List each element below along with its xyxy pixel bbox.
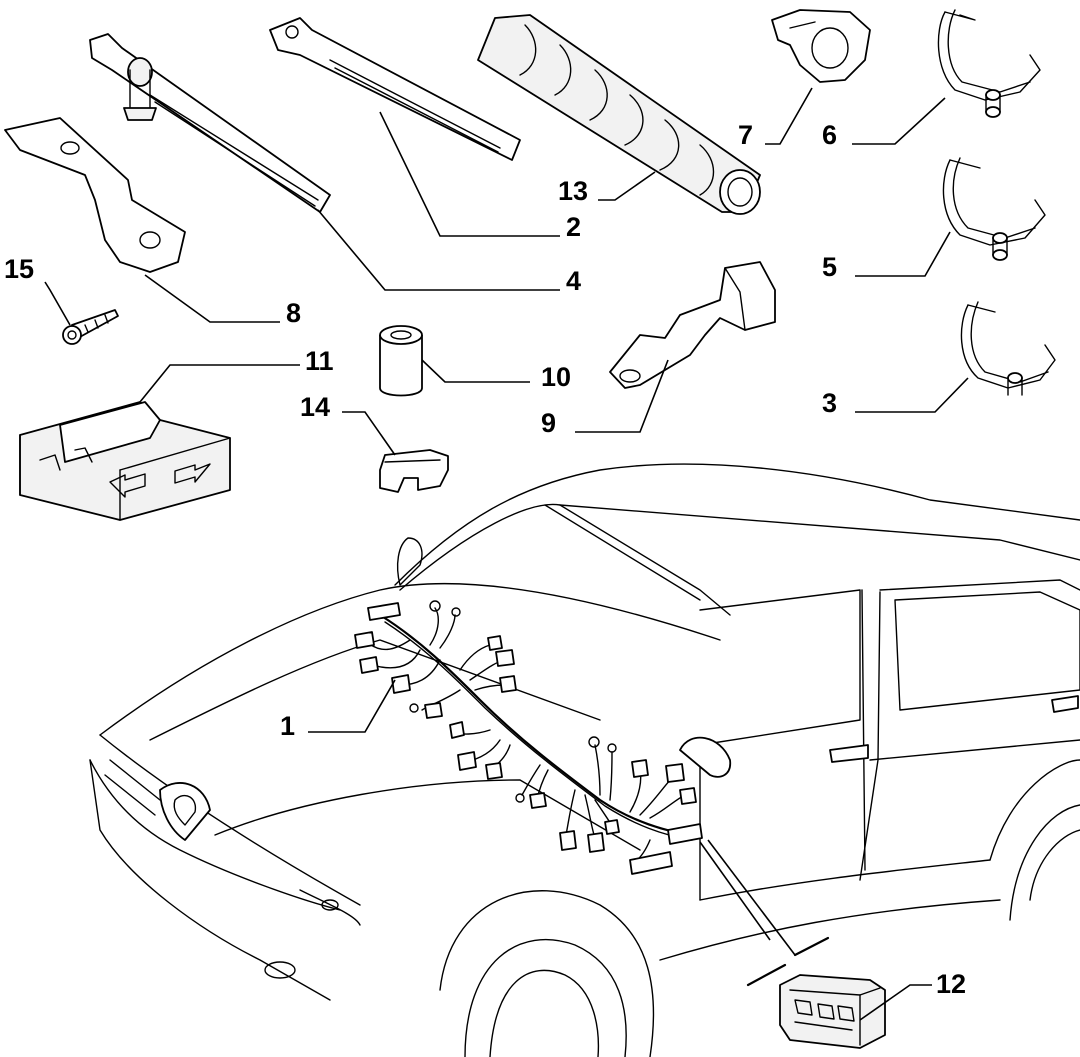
callout-4: 4 [566, 266, 581, 296]
callout-9: 9 [541, 408, 556, 438]
leader-part-7 [765, 87, 813, 145]
cut-mark-b [793, 936, 830, 957]
clamp-part-6 [937, 9, 1041, 118]
clamp-part-5 [942, 157, 1046, 261]
callout-13: 13 [558, 176, 588, 206]
callout-15: 15 [4, 254, 34, 284]
callout-2: 2 [566, 212, 581, 242]
saddle-clip-part-9 [609, 261, 776, 389]
callout-6: 6 [822, 120, 837, 150]
leader-part-10 [421, 359, 530, 383]
cable-tie-part-2 [269, 17, 521, 161]
callout-10: 10 [541, 362, 571, 392]
leader-part-3 [855, 377, 969, 413]
bracket-part-8 [4, 117, 186, 273]
leader-part-13 [598, 171, 656, 201]
leader-part-6 [852, 97, 946, 145]
leader-part-4 [317, 209, 560, 291]
wiring-harness-part-1 [354, 600, 703, 875]
spiral-sleeve-part-13 [477, 14, 761, 215]
control-module-part-12 [779, 974, 886, 1049]
callout-8: 8 [286, 298, 301, 328]
leader-part-12 [859, 984, 932, 1021]
callout-1: 1 [280, 711, 295, 741]
clip-part-14 [379, 449, 449, 493]
leader-part-11 [139, 364, 300, 403]
callout-11: 11 [305, 346, 334, 376]
cable-tie-part-4 [89, 33, 331, 213]
car-outline [89, 463, 1080, 1057]
leader-part-1 [308, 679, 396, 733]
leader-part-2 [379, 111, 560, 237]
leader-part-15 [44, 281, 71, 326]
leader-part-12-cut-a [699, 841, 771, 941]
callout-3: 3 [822, 388, 837, 418]
clamp-part-3 [960, 301, 1056, 396]
callout-14: 14 [300, 392, 330, 422]
fuse-box-part-11 [19, 401, 231, 521]
leader-part-14 [342, 411, 396, 456]
leader-part-9 [575, 359, 669, 433]
screw-part-15 [62, 309, 119, 345]
clip-part-7 [771, 9, 871, 83]
spacer-part-10 [379, 325, 423, 397]
leader-part-5 [855, 231, 951, 277]
callout-7: 7 [738, 120, 753, 150]
callout-12: 12 [936, 969, 966, 999]
leader-part-12-cut-b [707, 839, 796, 956]
cut-mark-a [746, 963, 787, 987]
leader-part-8 [144, 274, 280, 323]
callout-5: 5 [822, 252, 837, 282]
